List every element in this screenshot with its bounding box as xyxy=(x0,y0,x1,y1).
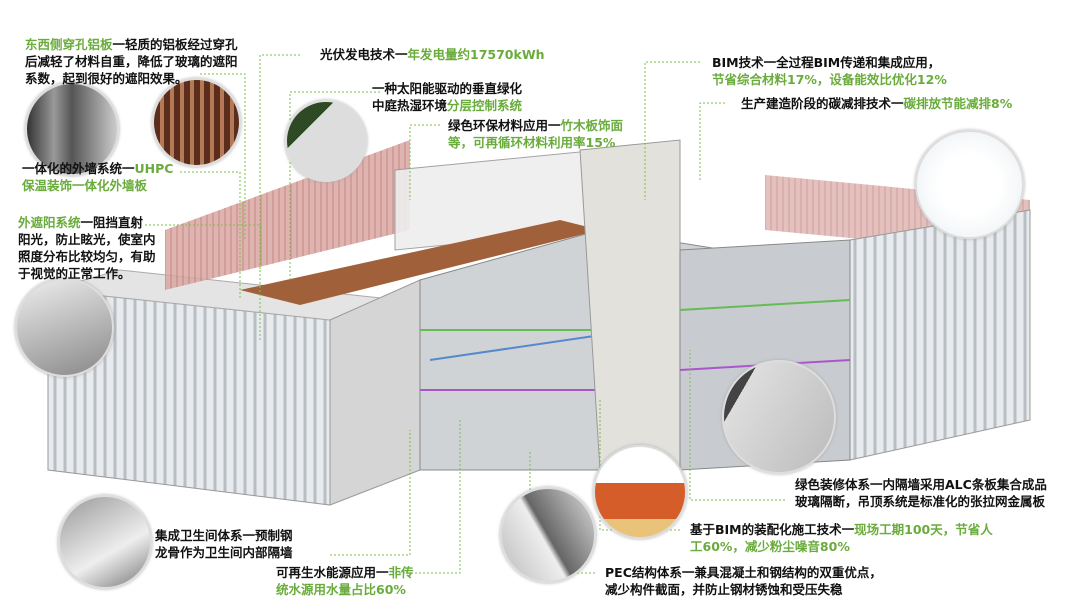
east-facade xyxy=(849,209,1031,461)
label-bathroom: 集成卫生间体系一预制钢 龙骨作为卫生间内部隔墙 xyxy=(155,528,293,560)
label-bamboo: 绿色环保材料应用一竹木板饰面 等，可再循环材料利用率15% xyxy=(448,118,624,150)
label-water: 可再生水能源应用一非传 统水源用水量占比60% xyxy=(276,565,414,597)
label-perforated-aluminum: 东西侧穿孔铝板一轻质的铝板经过穿孔 后减轻了材料自重，降低了玻璃的遮阳 系数，起… xyxy=(25,37,238,86)
photo-vertical-greening xyxy=(285,100,367,182)
label-vertical-greening: 一种太阳能驱动的垂直绿化 中庭热湿环境分层控制系统 xyxy=(372,81,523,113)
photo-bathroom xyxy=(58,495,152,589)
label-photovoltaic: 光伏发电技术一年发电量约17570kWh xyxy=(320,47,545,62)
label-assembly: 基于BIM的装配化施工技术一现场工期100天，节省人 工60%，减少粉尘噪音80… xyxy=(690,522,993,554)
wood-deck xyxy=(240,220,600,305)
photo-partition xyxy=(722,360,836,474)
label-decoration: 绿色装修体系一内隔墙采用ALC条板集合成品 玻璃隔断，吊顶系统是标准化的张拉网金… xyxy=(795,477,1047,509)
photo-perforated-panel-interior xyxy=(25,82,119,176)
label-bim: BIM技术一全过程BIM传递和集成应用， 节省综合材料17%，设备能效比优化12… xyxy=(712,55,947,87)
label-shading: 外遮阳系统一阻挡直射 阳光，防止眩光，使室内 照度分布比较均匀，有助 于视觉的正… xyxy=(18,215,156,281)
photo-shading xyxy=(15,278,114,377)
photo-pec-structure xyxy=(500,487,596,583)
label-uhpc: 一体化的外墙系统一UHPC 保温装饰一体化外墙板 xyxy=(22,161,174,193)
label-carbon: 生产建造阶段的碳减排技术一碳排放节能减排8% xyxy=(741,96,1013,111)
perforated-panel xyxy=(165,140,410,290)
photo-bim-devices xyxy=(915,130,1024,239)
photo-crane xyxy=(593,445,687,539)
photo-perforated-panel xyxy=(152,78,241,167)
label-pec: PEC结构体系一兼具混凝土和钢结构的双重优点， 减少构件截面，并防止钢材锈蚀和受… xyxy=(605,565,882,597)
